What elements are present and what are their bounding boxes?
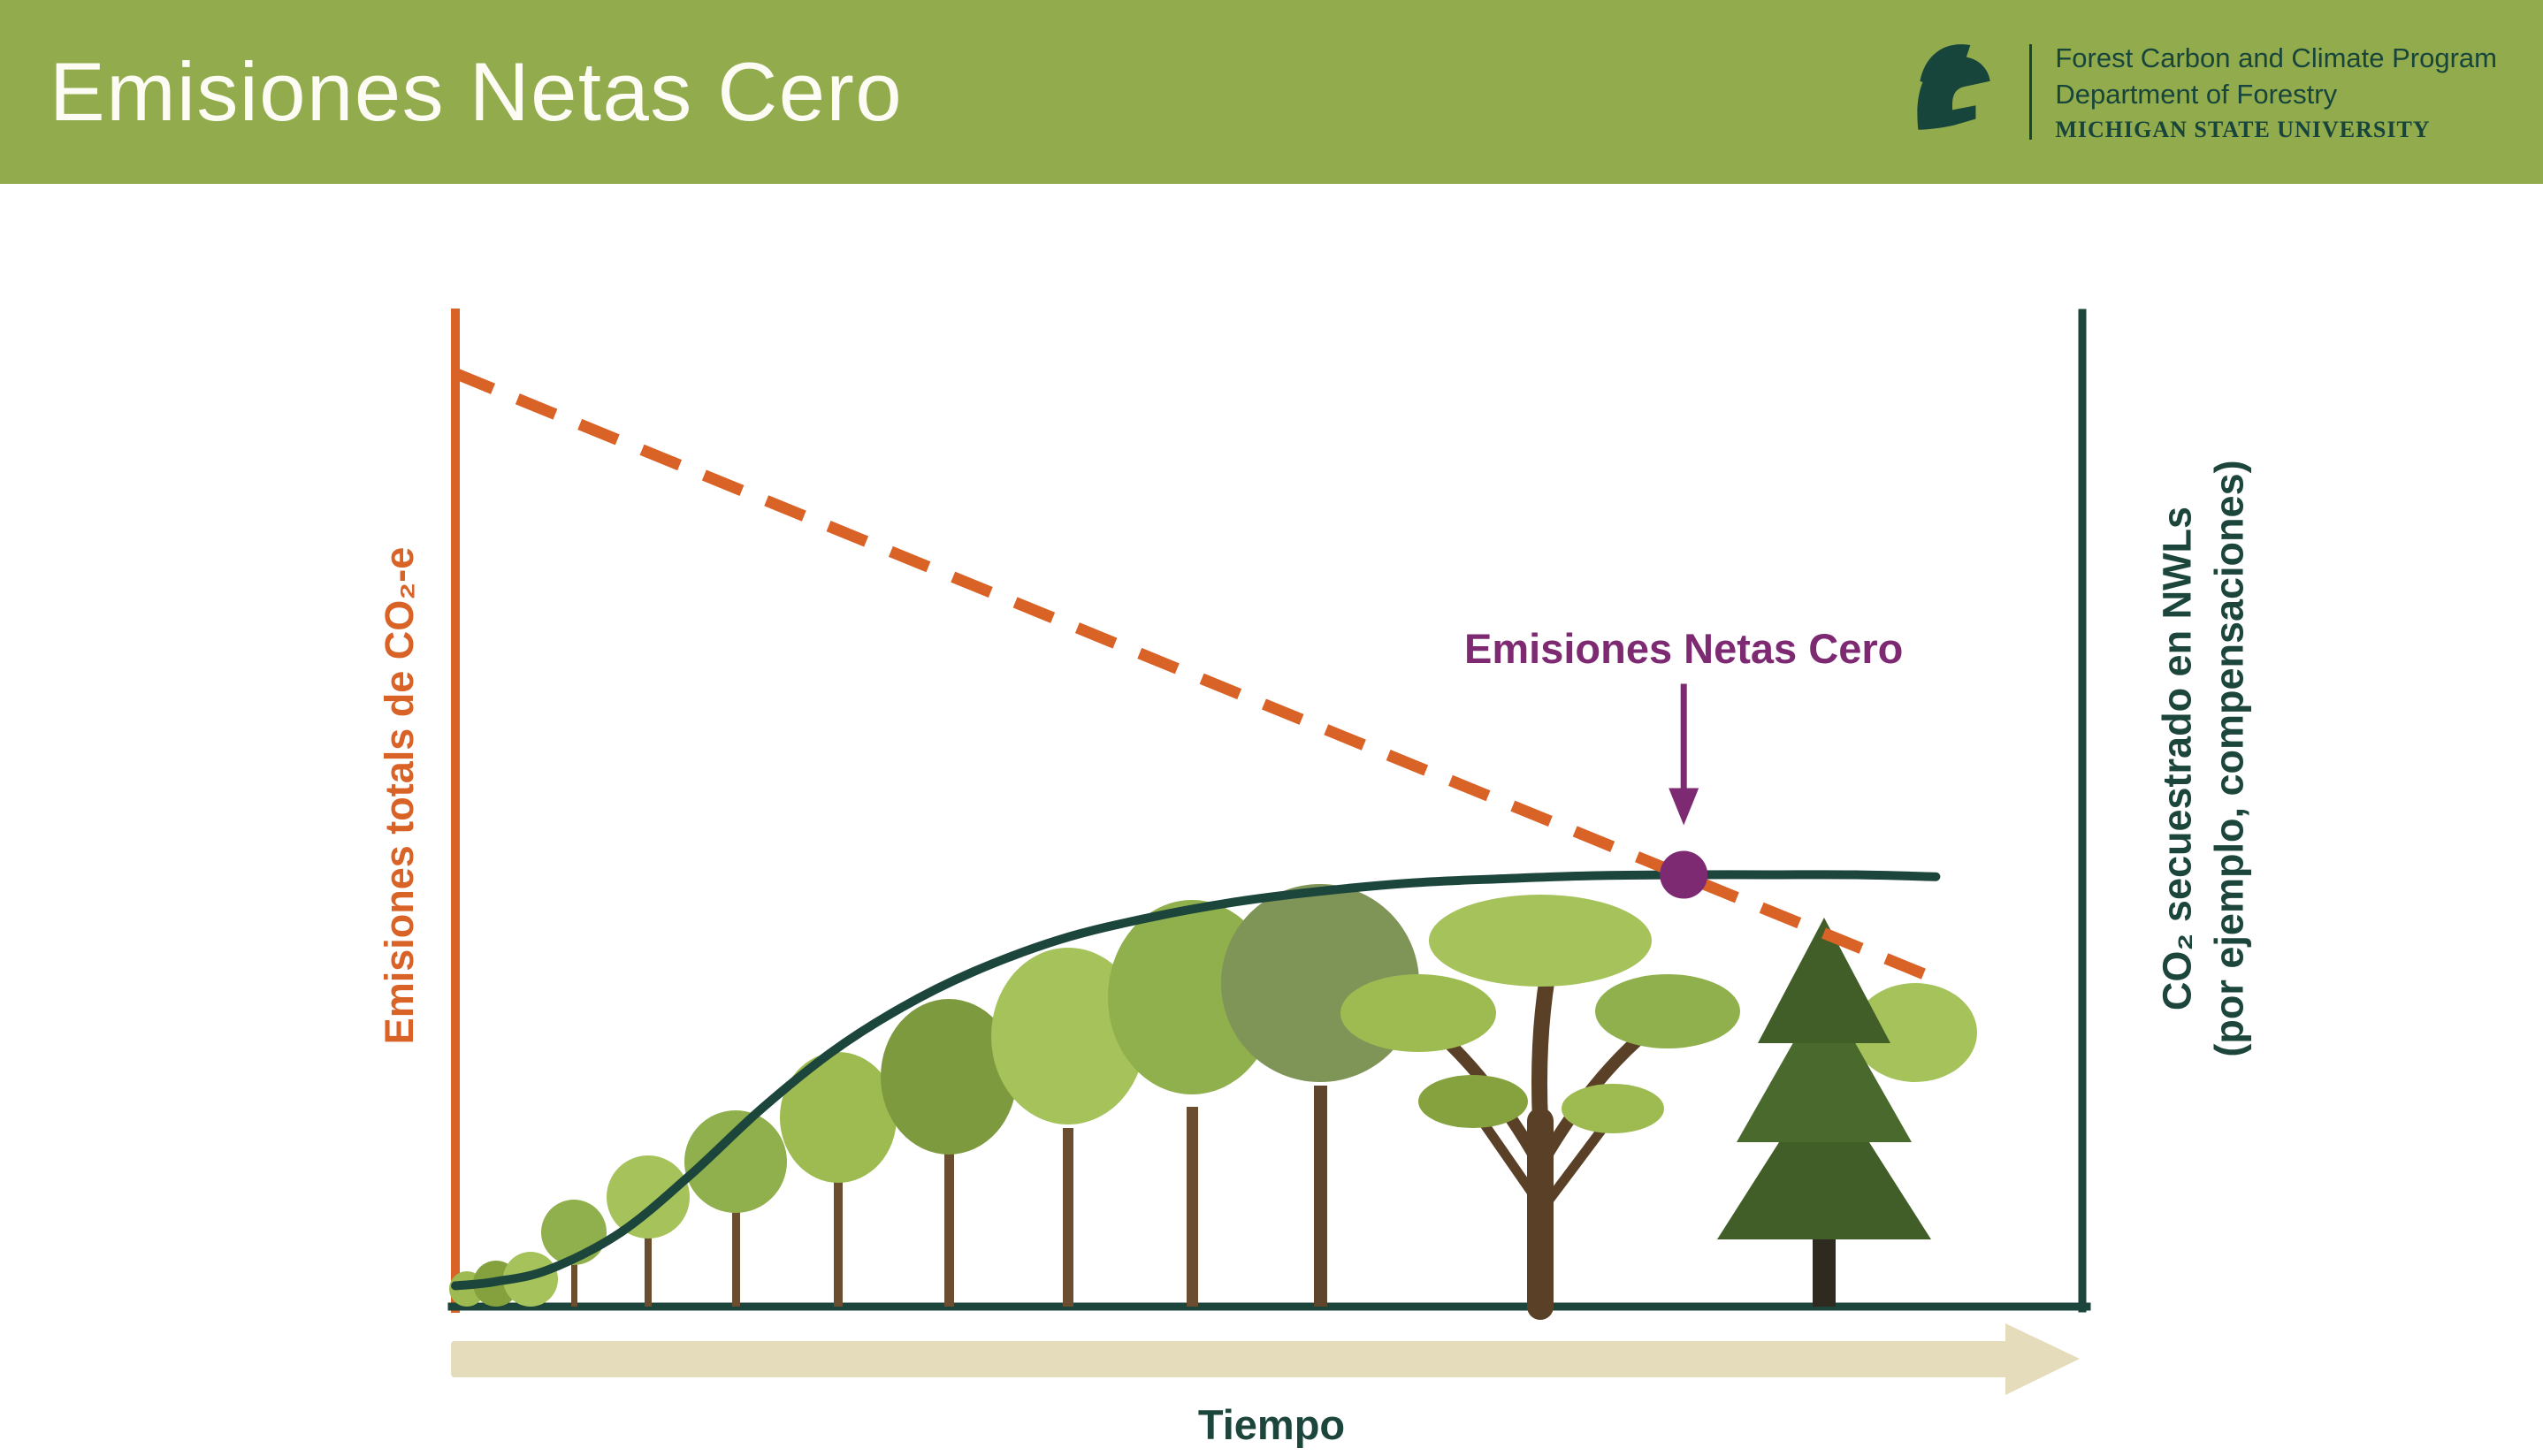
brand-text: Forest Carbon and Climate Program Depart… <box>2055 41 2497 143</box>
forest-illustration <box>449 884 1977 1320</box>
msu-spartan-helmet-icon <box>1898 35 2006 149</box>
brand-divider <box>2029 44 2033 140</box>
x-axis-label: Tiempo <box>1197 1401 1346 1448</box>
right-axis-label-line2: (por ejemplo, compensaciones) <box>2206 460 2251 1057</box>
emissions-dashed-line <box>453 368 1938 985</box>
header-banner: Emisiones Netas Cero Forest Carbon and C… <box>0 0 2543 184</box>
right-axis-label-line1: CO₂ secuestrado en NWLs <box>2154 506 2200 1011</box>
left-axis-label: Emisiones totals de CO₂-e <box>376 546 422 1045</box>
net-zero-annotation-label: Emisiones Netas Cero <box>1464 625 1904 673</box>
brand-university-name: MICHIGAN STATE UNIVERSITY <box>2055 116 2431 142</box>
brand-department-name: Department of Forestry <box>2055 78 2338 110</box>
net-zero-dot <box>1660 850 1708 899</box>
msu-brand-block: Forest Carbon and Climate Program Depart… <box>1898 35 2497 149</box>
time-arrow <box>451 1323 2080 1395</box>
right-axis-label: CO₂ secuestrado en NWLs (por ejemplo, co… <box>2152 460 2256 1056</box>
annotation-arrow-head <box>1669 788 1699 826</box>
brand-program-name: Forest Carbon and Climate Program <box>2055 42 2497 74</box>
page-title: Emisiones Netas Cero <box>50 45 904 138</box>
